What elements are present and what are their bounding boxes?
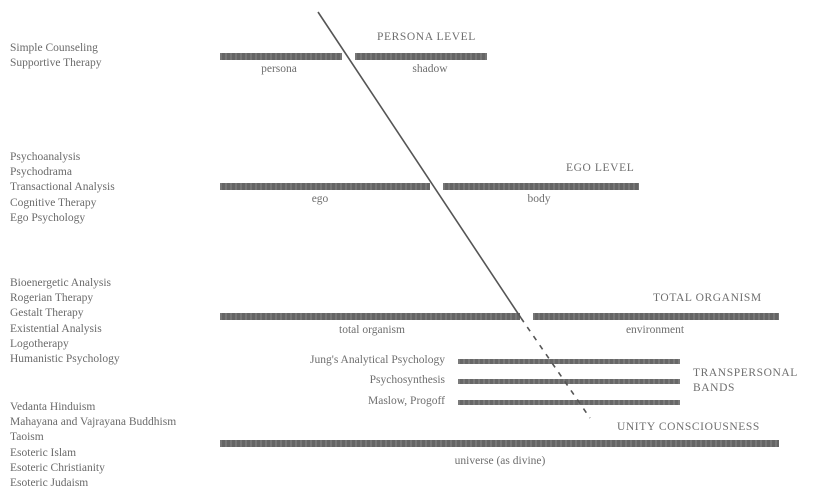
tradition-item: Esoteric Christianity	[10, 461, 105, 474]
tradition-item: Taoism	[10, 431, 44, 444]
body-label: body	[527, 193, 551, 205]
therapy-item: Transactional Analysis	[10, 181, 115, 194]
band-label-psychosynthesis: Psychosynthesis	[369, 374, 445, 386]
transpersonal-title-line1: TRANSPERSONAL	[693, 367, 798, 379]
band-label-maslow: Maslow, Progoff	[368, 395, 445, 407]
therapy-item: Simple Counseling	[10, 42, 98, 54]
therapy-item: Psychodrama	[10, 166, 72, 179]
ego-therapies: Psychoanalysis Psychodrama Transactional…	[10, 150, 115, 226]
environment-bar	[533, 313, 779, 320]
unity-bar	[220, 440, 779, 447]
ego-label: ego	[311, 193, 329, 205]
persona-label: persona	[261, 63, 297, 75]
persona-level-title: PERSONA LEVEL	[377, 31, 476, 43]
environment-label: environment	[625, 324, 685, 336]
transpersonal-band-3	[458, 400, 680, 405]
tradition-item: Esoteric Judaism	[10, 477, 89, 490]
body-bar	[443, 183, 639, 190]
unity-consciousness-title: UNITY CONSCIOUSNESS	[617, 421, 760, 433]
ego-bar	[220, 183, 430, 190]
tradition-item: Vedanta Hinduism	[10, 401, 96, 413]
transpersonal-title: TRANSPERSONAL BANDS	[693, 366, 798, 396]
persona-therapies: Simple Counseling Supportive Therapy	[10, 41, 101, 71]
total-organism-therapies: Bioenergetic Analysis Rogerian Therapy G…	[10, 276, 120, 367]
universe-label: universe (as divine)	[454, 455, 546, 467]
therapy-item: Existential Analysis	[10, 322, 102, 335]
therapy-item: Rogerian Therapy	[10, 292, 94, 305]
persona-bar	[220, 53, 342, 60]
tradition-item: Mahayana and Vajrayana Buddhism	[10, 416, 177, 429]
therapy-item: Supportive Therapy	[10, 57, 102, 70]
tradition-item: Esoteric Islam	[10, 446, 77, 459]
therapy-item: Psychoanalysis	[10, 151, 81, 163]
transpersonal-band-1	[458, 359, 680, 364]
total-organism-title: TOTAL ORGANISM	[653, 292, 762, 304]
transpersonal-band-2	[458, 379, 680, 384]
ego-level-title: EGO LEVEL	[566, 162, 635, 174]
therapy-item: Ego Psychology	[10, 211, 86, 224]
shadow-bar	[355, 53, 487, 60]
therapy-item: Cognitive Therapy	[10, 196, 97, 209]
total-organism-bar	[220, 313, 520, 320]
therapy-item: Logotherapy	[10, 337, 69, 350]
shadow-label: shadow	[412, 63, 448, 75]
total-organism-label: total organism	[339, 324, 405, 336]
therapy-item: Bioenergetic Analysis	[10, 277, 112, 289]
unity-traditions: Vedanta Hinduism Mahayana and Vajrayana …	[10, 400, 176, 491]
band-label-jung: Jung's Analytical Psychology	[310, 354, 445, 366]
transpersonal-title-line2: BANDS	[693, 382, 735, 394]
therapy-item: Gestalt Therapy	[10, 307, 84, 320]
therapy-item: Humanistic Psychology	[10, 353, 120, 366]
